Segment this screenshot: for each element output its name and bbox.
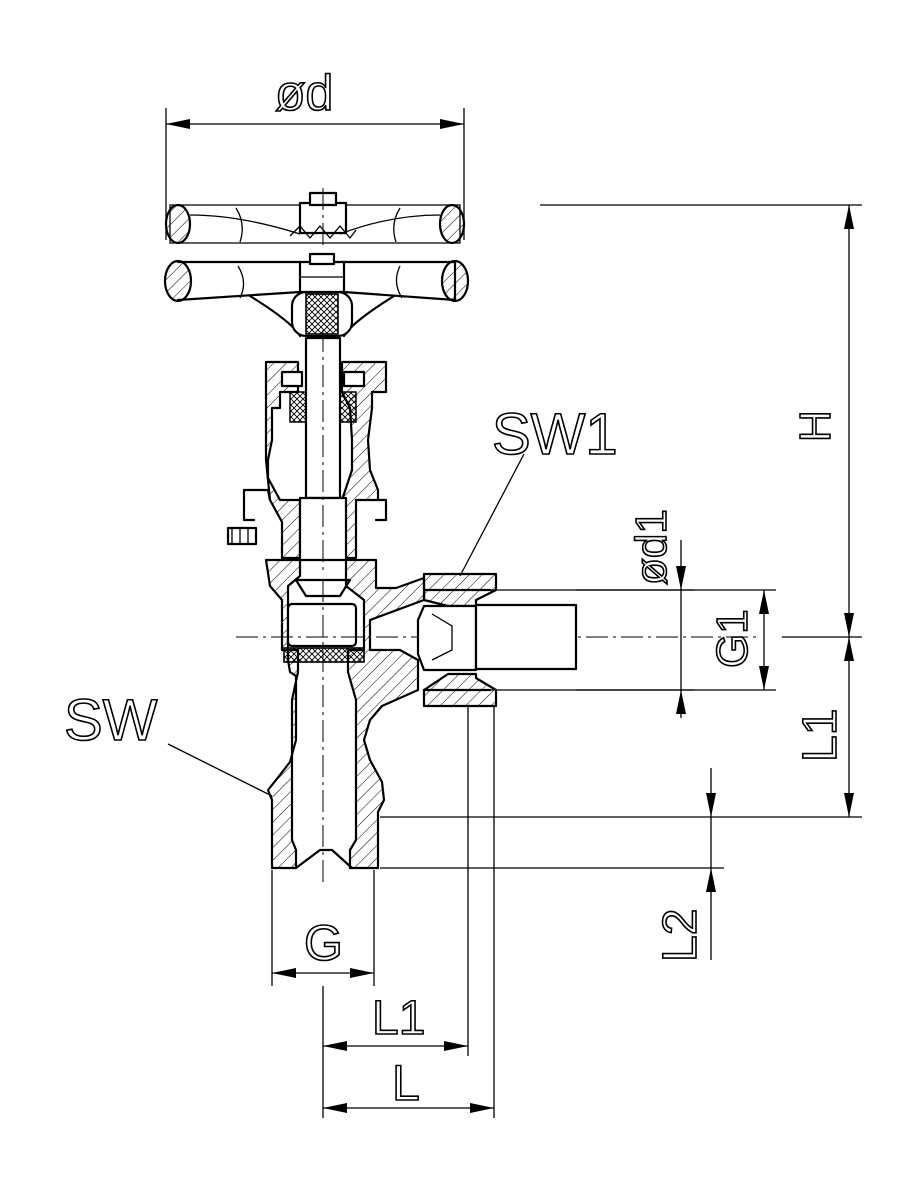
- label-od: ød: [275, 65, 333, 121]
- label-G1: G1: [708, 609, 757, 668]
- label-L2: L2: [654, 909, 707, 962]
- label-SW1: SW1: [492, 402, 618, 467]
- label-L: L: [392, 1055, 420, 1111]
- handwheel: [163, 252, 470, 338]
- valve-stem: [298, 330, 348, 570]
- label-L1-horizontal: L1: [372, 992, 425, 1045]
- dimension-lines: [165, 108, 862, 1118]
- handwheel-open-position: [164, 188, 466, 246]
- label-SW: SW: [64, 688, 158, 753]
- valve-bonnet: [226, 360, 388, 560]
- label-L1-vertical: L1: [794, 709, 847, 762]
- valve-body: [236, 558, 760, 882]
- outlet-union: [416, 572, 578, 708]
- dimension-labels: ød H SW1 ød1 G1 L1 SW L2 G L1 L: [63, 64, 848, 1112]
- label-od1: ød1: [627, 509, 676, 585]
- label-G: G: [304, 915, 343, 971]
- label-H: H: [791, 410, 840, 442]
